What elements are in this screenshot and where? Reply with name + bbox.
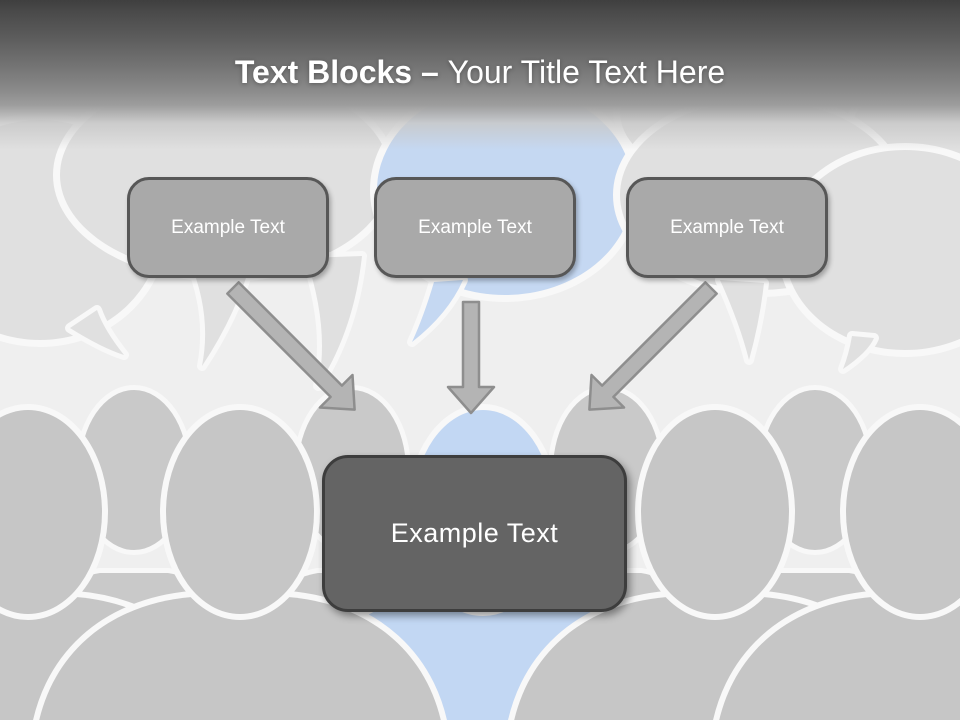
- source-text-box-2-label: Example Text: [418, 216, 532, 238]
- slide-title-regular: Your Title Text Here: [447, 54, 726, 90]
- source-text-box-3-label: Example Text: [670, 216, 784, 238]
- person-head: [160, 404, 320, 620]
- person-silhouette-icon: [33, 404, 447, 720]
- speech-bubble-tail: [185, 247, 259, 371]
- source-text-box-2[interactable]: Example Text: [374, 177, 576, 278]
- down-arrow-icon: [226, 281, 356, 411]
- person-head: [0, 404, 108, 620]
- source-text-box-1-label: Example Text: [171, 216, 285, 238]
- person-head: [635, 404, 795, 620]
- person-body: [713, 591, 960, 720]
- source-text-box-1[interactable]: Example Text: [127, 177, 329, 278]
- person-silhouette-icon: [713, 404, 960, 720]
- source-text-box-3[interactable]: Example Text: [626, 177, 828, 278]
- target-text-box[interactable]: Example Text: [322, 455, 627, 612]
- speech-bubble-tail: [407, 275, 468, 347]
- slide-title: Text Blocks – Your Title Text Here: [0, 52, 960, 92]
- slide-title-bold: Text Blocks –: [234, 54, 448, 90]
- arrows-layer: [226, 281, 718, 415]
- speech-bubble-tail: [65, 305, 129, 360]
- down-arrow-icon: [446, 300, 496, 415]
- target-text-box-label: Example Text: [390, 518, 559, 548]
- down-arrow-icon: [588, 281, 718, 411]
- speech-bubble-tail: [715, 275, 769, 365]
- person-head: [840, 404, 960, 620]
- header-band: Text Blocks – Your Title Text Here: [0, 0, 960, 150]
- speech-bubble-tail: [838, 331, 879, 374]
